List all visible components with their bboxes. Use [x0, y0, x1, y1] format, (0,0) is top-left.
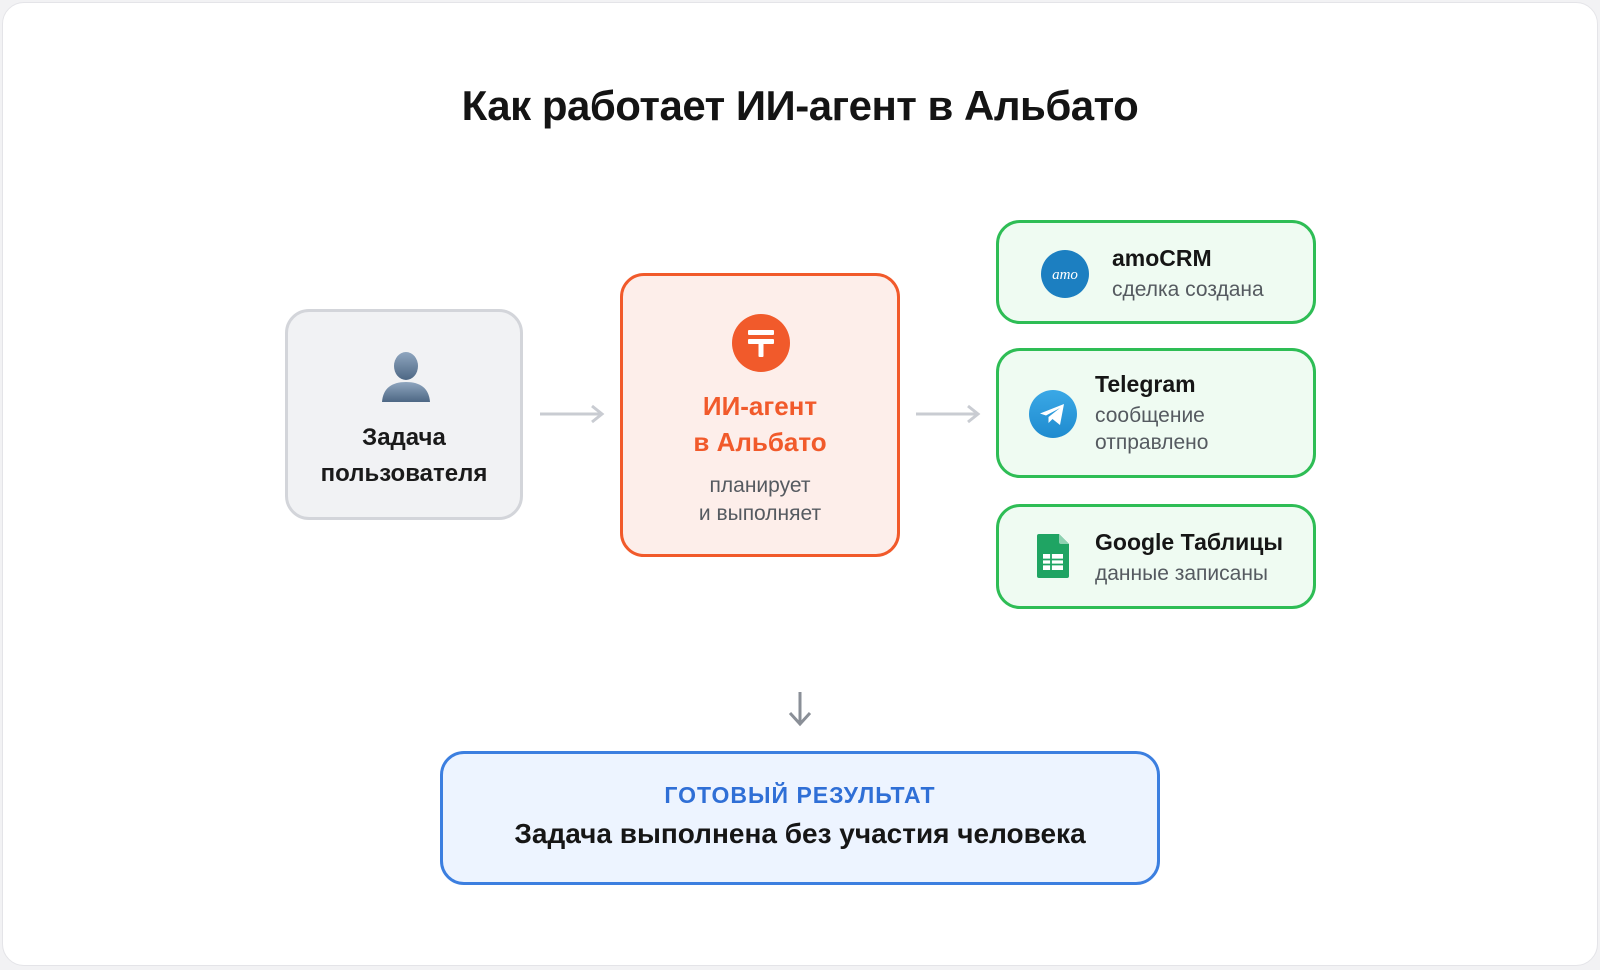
user-task-label: Задача пользователя	[288, 420, 520, 492]
user-task-label-line2: пользователя	[320, 460, 488, 487]
ai-agent-subtitle-line1: планирует	[709, 474, 811, 497]
integration-status: сделка создана	[1112, 278, 1264, 301]
page-title: Как работает ИИ-агент в Альбато	[461, 82, 1139, 129]
user-icon	[382, 352, 430, 402]
arrow-down-icon	[788, 692, 812, 727]
integration-status: сообщение отправлено	[1095, 402, 1208, 456]
result-text: Задача выполнена без участия человека	[514, 818, 1086, 849]
result-card: ГОТОВЫЙ РЕЗУЛЬТАТ Задача выполнена без у…	[440, 751, 1160, 885]
arrow-right-icon	[916, 404, 981, 424]
amocrm-icon: amo	[1041, 250, 1089, 298]
ai-agent-subtitle: планирует и выполняет	[623, 472, 897, 528]
result-label: ГОТОВЫЙ РЕЗУЛЬТАТ	[664, 782, 936, 808]
integration-card-amocrm: amo amoCRM сделка создана	[996, 220, 1316, 324]
integration-name: Google Таблицы	[1095, 529, 1284, 555]
integration-status-line2: отправлено	[1095, 431, 1209, 454]
ai-agent-title-line1: ИИ-агент	[702, 391, 818, 421]
user-task-card: Задача пользователя	[285, 309, 523, 520]
integration-name: amoCRM	[1112, 245, 1212, 271]
integration-card-google-sheets: Google Таблицы данные записаны	[996, 504, 1316, 609]
ai-agent-card: ИИ-агент в Альбато планирует и выполняет	[620, 273, 900, 557]
ai-agent-title: ИИ-агент в Альбато	[623, 388, 897, 460]
ai-agent-subtitle-line2: и выполняет	[698, 502, 822, 525]
integration-status: данные записаны	[1095, 562, 1269, 585]
integration-name: Telegram	[1095, 371, 1196, 397]
telegram-icon	[1029, 390, 1077, 438]
arrow-right-icon	[540, 404, 605, 424]
integration-card-telegram: Telegram сообщение отправлено	[996, 348, 1316, 478]
user-task-label-line1: Задача	[362, 424, 446, 451]
google-sheets-icon	[1037, 534, 1069, 578]
amocrm-logo-text: amo	[1052, 267, 1078, 283]
ai-agent-title-line2: в Альбато	[693, 427, 827, 457]
albato-logo-icon	[732, 314, 790, 372]
integration-status-line1: сообщение	[1095, 404, 1205, 427]
